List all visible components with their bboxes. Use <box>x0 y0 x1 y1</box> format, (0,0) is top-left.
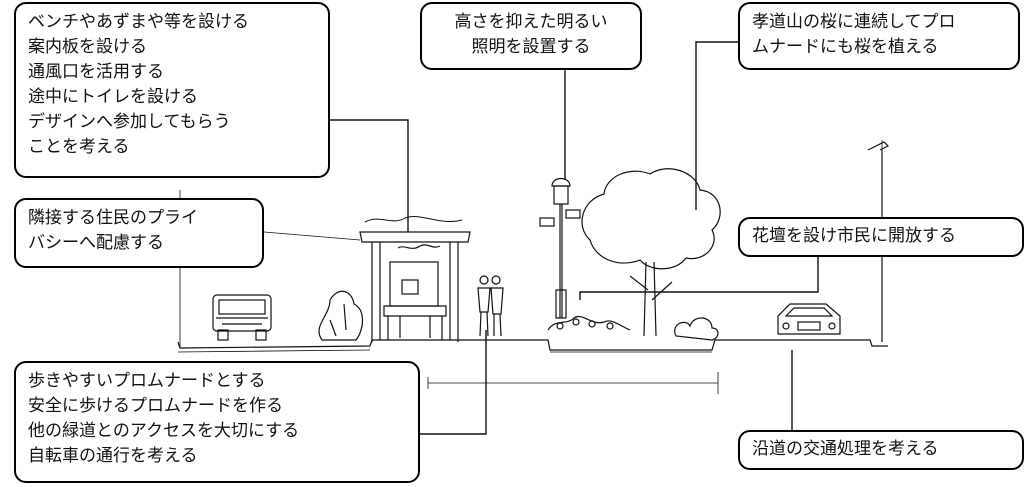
shrub-left-sketch <box>318 290 364 341</box>
annotation-text: 通風口を活用する <box>28 62 164 82</box>
pavilion-sketch <box>359 216 471 342</box>
flower-bed-sketch <box>547 316 631 331</box>
ground-line <box>177 339 888 351</box>
car-right-sketch <box>777 303 841 335</box>
annotation-text: 沿道の交通処理を考える <box>752 439 939 459</box>
dimension-line <box>427 372 719 394</box>
annotation-text: 案内板を設ける <box>28 37 147 57</box>
annotation-text: 他の緑道とのアクセスを大切にする <box>28 421 300 441</box>
annotation-text: デザインへ参加してもらう <box>28 112 231 132</box>
leader-lines <box>263 41 819 449</box>
annotation-text: 照明を設置する <box>471 37 591 57</box>
annotation-flower-bed: 花壇を設け市民に開放する <box>738 217 1024 257</box>
annotation-lighting: 高さを抑えた明るい 照明を設置する <box>420 2 642 70</box>
annotation-text: 花壇を設け市民に開放する <box>752 226 956 246</box>
annotation-text: バシーへ配慮する <box>28 233 164 253</box>
annotation-text: 途中にトイレを設ける <box>28 87 198 107</box>
annotation-text: 自転車の通行を考える <box>28 446 198 466</box>
annotation-text: 高さを抑えた明るい <box>454 12 608 32</box>
car-left-sketch <box>212 294 272 341</box>
street-lamp-sketch <box>539 177 581 319</box>
annotation-cherry-trees: 孝道山の桜に連続してプロ ムナードにも桜を植える <box>738 2 1020 70</box>
ground-line-secondary <box>177 349 712 353</box>
annotation-text: 隣接する住民のプライ <box>28 208 198 228</box>
annotation-privacy: 隣接する住民のプライ バシーへ配慮する <box>14 198 264 268</box>
annotation-text: 歩きやすいプロムナードとする <box>28 371 266 391</box>
annotation-text: 孝道山の桜に連続してプロ <box>752 12 956 32</box>
annotation-text: ベンチやあずまや等を設ける <box>28 12 249 32</box>
pedestrians-sketch <box>477 275 504 337</box>
annotation-promenade: 歩きやすいプロムナードとする 安全に歩けるプロムナードを作る 他の緑道とのアクセ… <box>14 361 420 483</box>
annotation-text: ムナードにも桜を植える <box>752 37 939 57</box>
shrub-right-sketch <box>674 317 719 341</box>
annotation-amenities: ベンチやあずまや等を設ける 案内板を設ける 通風口を活用する 途中にトイレを設け… <box>14 2 330 178</box>
annotation-text: 安全に歩けるプロムナードを作る <box>28 396 283 416</box>
cherry-tree-sketch <box>581 168 721 337</box>
annotation-traffic: 沿道の交通処理を考える <box>738 430 1024 470</box>
annotation-text: ことを考える <box>28 137 130 157</box>
